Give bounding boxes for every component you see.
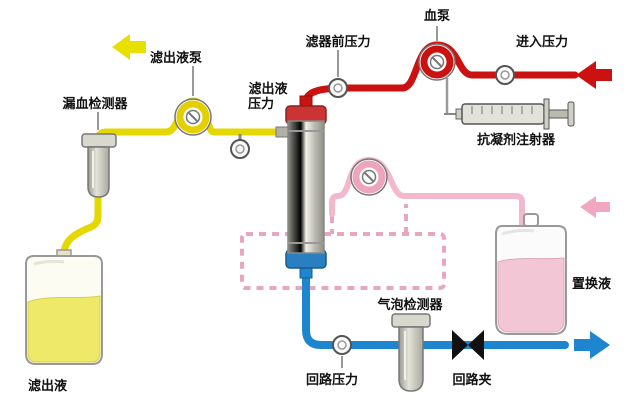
label-blood-pump: 血泵 [424,8,450,24]
filtrate-pressure-sensor [230,134,250,159]
inlet-pressure-sensor [495,65,515,85]
return-clamp-valve [452,330,484,360]
label-return-pressure: 回路压力 [306,372,358,388]
pre-filter-pressure-sensor [328,78,348,98]
bubble-detector-device [391,313,431,392]
label-anticoagulant-syringe: 抗凝剂注射器 [477,132,556,148]
replacement-in-arrow [580,196,610,218]
label-inlet-pressure: 进入压力 [516,34,568,50]
label-filtrate-bag: 滤出液 [28,378,67,394]
return-pressure-sensor [332,335,352,355]
label-blood-leak-detector: 漏血检测器 [62,96,128,112]
label-filtrate-pressure-line2: 压力 [248,96,274,112]
label-return-clamp: 回路夹 [452,372,491,388]
label-pre-filter-pressure: 滤器前压力 [305,34,370,50]
label-replacement-fluid-bag: 置换液 [572,276,611,292]
blood-return-out-arrow [574,331,610,359]
blood-pump [418,43,456,81]
replacement-dashed-loop [240,204,446,290]
leader-lines [97,26,438,368]
label-filtrate-pump: 滤出液泵 [150,50,202,66]
label-filtrate-pressure-line1: 滤出液 [248,81,287,97]
return-tube [302,264,569,349]
filtrate-out-arrow [112,34,146,60]
anticoagulant-syringe [444,78,575,130]
filtrate-pump [174,98,212,136]
replacement-fluid-bag [495,213,567,335]
blood-leak-detector-device [81,133,117,198]
hemofilter [275,95,327,279]
blood-in-arrow [576,61,612,89]
filtrate-bag [25,249,103,365]
label-bubble-detector: 气泡检测器 [377,297,443,313]
replacement-pump [350,158,388,196]
